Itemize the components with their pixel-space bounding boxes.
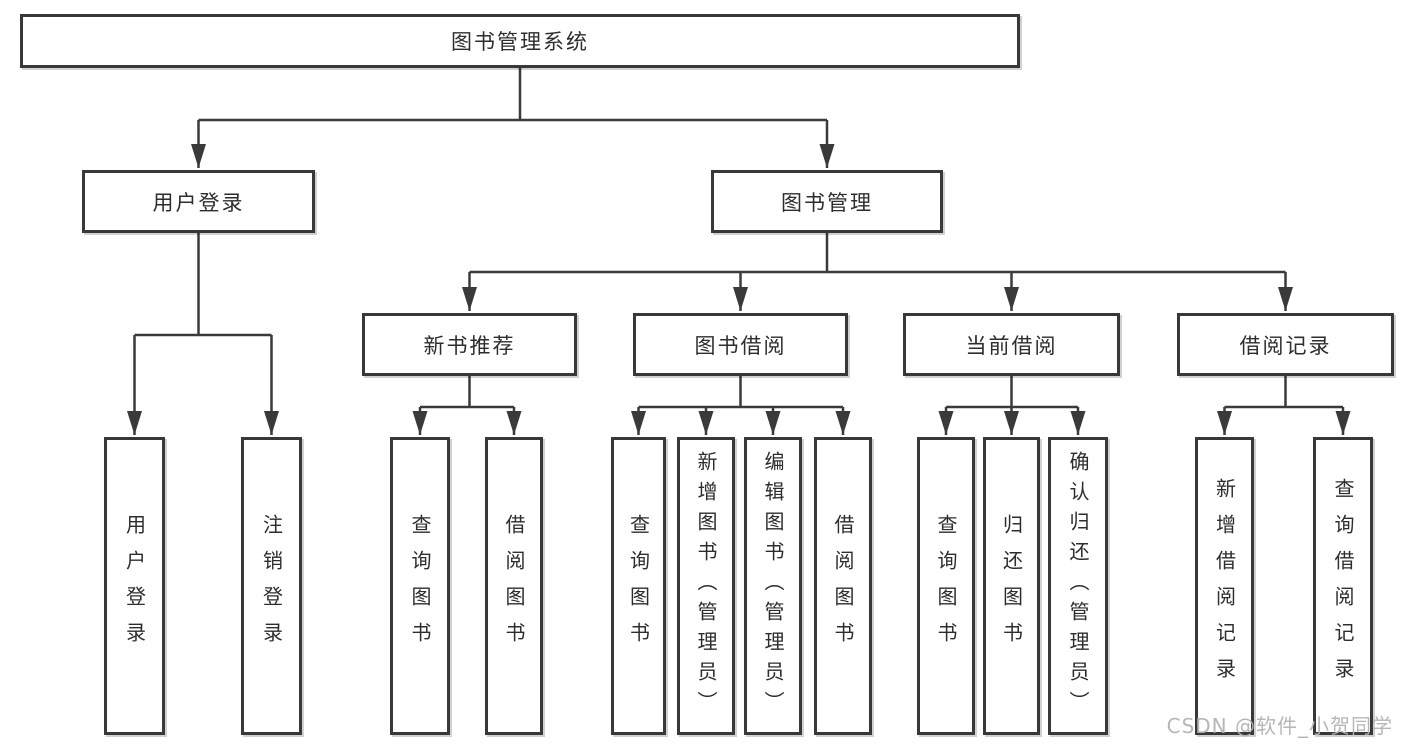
leaf-return-books-label: 归还图书 [999,514,1024,658]
node-root-label: 图书管理系统 [451,30,589,54]
leaf-borrow-books-label: 借阅图书 [831,514,855,658]
leaf-return-books: 归还图书 [983,437,1040,735]
node-current-borrow-label: 当前借阅 [965,333,1058,358]
leaf-borrow-books-recommend-label: 借阅图书 [502,514,526,658]
node-new-book-recommend: 新书推荐 [362,313,577,376]
node-borrow-records-label: 借阅记录 [1239,333,1332,358]
leaf-logout: 注销登录 [241,437,302,735]
leaf-query-books-recommend-label: 查询图书 [408,514,432,658]
node-user-login-label: 用户登录 [152,190,245,215]
leaf-borrow-books-recommend: 借阅图书 [485,437,543,735]
leaf-confirm-return-admin-label: 确认归还（管理员） [1066,451,1090,721]
node-book-management-label: 图书管理 [781,190,873,215]
leaf-query-books-borrow: 查询图书 [611,437,666,735]
leaf-user-login: 用户登录 [104,437,165,735]
node-book-management: 图书管理 [711,170,943,233]
leaf-logout-label: 注销登录 [259,514,284,658]
node-book-borrow: 图书借阅 [633,313,848,376]
leaf-borrow-books: 借阅图书 [814,437,872,735]
node-user-login: 用户登录 [82,170,315,233]
node-new-book-recommend-label: 新书推荐 [423,333,516,358]
leaf-query-books-current: 查询图书 [917,437,975,735]
leaf-add-borrow-record: 新增借阅记录 [1195,437,1254,735]
leaf-add-book-admin-label: 新增图书（管理员） [694,451,718,721]
leaf-add-book-admin: 新增图书（管理员） [677,437,735,735]
leaf-query-borrow-record-label: 查询借阅记录 [1331,478,1355,694]
node-book-borrow-label: 图书借阅 [694,333,787,358]
leaf-edit-book-admin: 编辑图书（管理员） [744,437,802,735]
leaf-add-borrow-record-label: 新增借阅记录 [1212,478,1237,694]
leaf-user-login-label: 用户登录 [122,514,147,658]
node-current-borrow: 当前借阅 [903,313,1120,376]
leaf-query-books-borrow-label: 查询图书 [626,514,651,658]
csdn-watermark: CSDN @软件_小贺同学 [1166,714,1393,738]
leaf-query-books-current-label: 查询图书 [934,514,958,658]
node-root: 图书管理系统 [20,14,1020,68]
leaf-query-books-recommend: 查询图书 [390,437,450,735]
node-borrow-records: 借阅记录 [1177,313,1394,376]
leaf-confirm-return-admin: 确认归还（管理员） [1048,437,1108,735]
leaf-query-borrow-record: 查询借阅记录 [1313,437,1373,735]
leaf-edit-book-admin-label: 编辑图书（管理员） [761,451,785,721]
